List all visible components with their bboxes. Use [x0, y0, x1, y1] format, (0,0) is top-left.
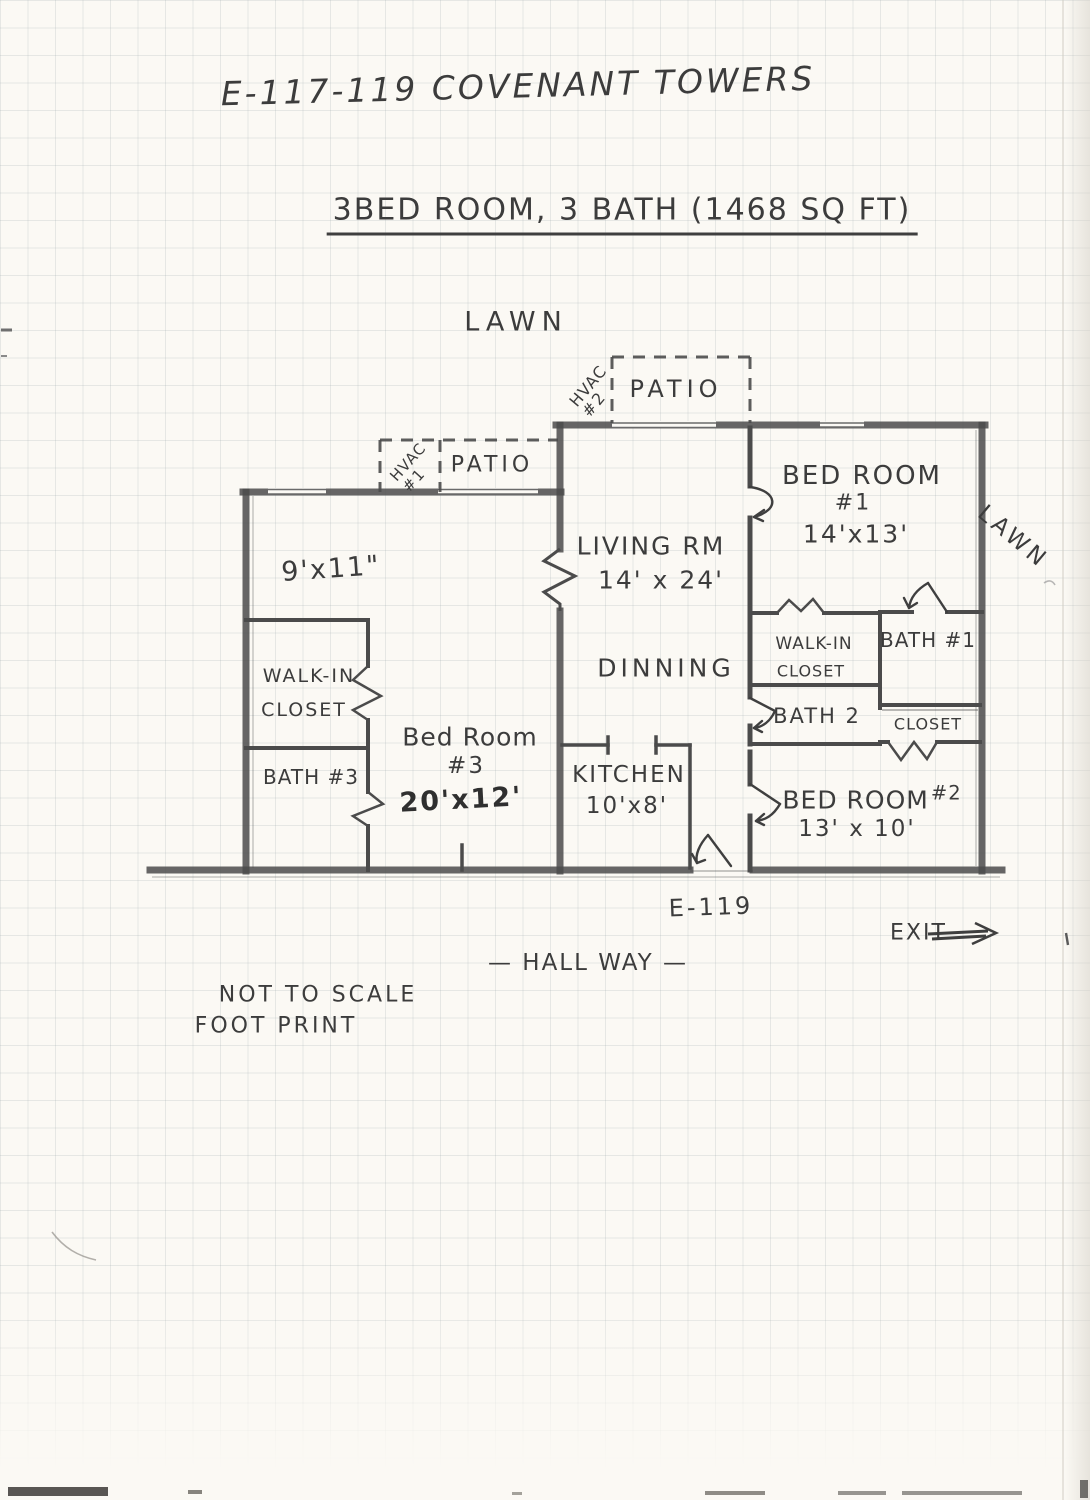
lawn-top-label: LAWN	[464, 306, 568, 338]
door-entry	[690, 833, 733, 868]
bedroom2-name: BED ROOM#2	[782, 781, 961, 814]
living-room-dims: 14' x 24'	[597, 565, 725, 595]
bedroom3-name: Bed Room	[402, 722, 538, 752]
walkin-left-line1: WALK-IN	[262, 665, 356, 687]
door-zigzag-closet	[886, 739, 939, 763]
hallway-label: — HALL WAY —	[487, 950, 689, 976]
page-subtitle: 3BED ROOM, 3 BATH (1468 SQ FT)	[326, 193, 918, 236]
patio-top-label: PATIO	[629, 375, 723, 403]
door-zigzag-walkin-right	[776, 597, 825, 614]
dining-label: DINNING	[597, 653, 735, 683]
bedroom1-dims: 14'x13'	[802, 519, 910, 549]
door-bedroom2	[748, 782, 782, 827]
door-bath1	[902, 581, 949, 614]
unit-label: E-119	[668, 891, 754, 923]
note-not-to-scale: NOT TO SCALE	[218, 982, 418, 1008]
note-foot-print: FOOT PRINT	[194, 1013, 358, 1039]
window-zigzag-living	[541, 547, 579, 611]
exit-arrow-icon	[927, 921, 1000, 946]
walkin-right-line2: CLOSET	[776, 661, 846, 681]
closet-label: CLOSET	[893, 714, 963, 734]
door-zigzag-walkin-left	[350, 665, 384, 722]
bedroom3-dims: 20'x12'	[398, 781, 524, 819]
living-room-name: LIVING RM	[576, 531, 726, 561]
door-zigzag-bath3	[350, 791, 386, 828]
kitchen-dims: 10'x8'	[585, 793, 669, 819]
patio-left-label: PATIO	[450, 452, 534, 478]
door-bedroom1	[748, 485, 774, 523]
scan-edge-right	[1064, 0, 1090, 1500]
bath1-label: BATH #1	[880, 628, 976, 652]
kitchen-name: KITCHEN	[572, 762, 686, 788]
grid-fade	[0, 1300, 1090, 1500]
walkin-left-line2: CLOSET	[261, 699, 347, 721]
bath3-label: BATH #3	[263, 765, 359, 789]
bedroom2-name-text: BED ROOM	[782, 785, 929, 815]
bedroom1-name: BED ROOM	[782, 461, 942, 491]
walkin-right-line1: WALK-IN	[775, 634, 853, 654]
bedroom3-number: #3	[447, 753, 485, 779]
exit-label: EXIT	[890, 920, 947, 946]
bedroom2-number: #2	[930, 781, 962, 805]
door-bath2	[748, 696, 777, 734]
bath2-label: BATH 2	[773, 704, 861, 728]
bedroom2-dims: 13' x 10'	[798, 816, 916, 842]
window-slots	[268, 421, 864, 495]
bedroom1-number: #1	[834, 490, 872, 516]
